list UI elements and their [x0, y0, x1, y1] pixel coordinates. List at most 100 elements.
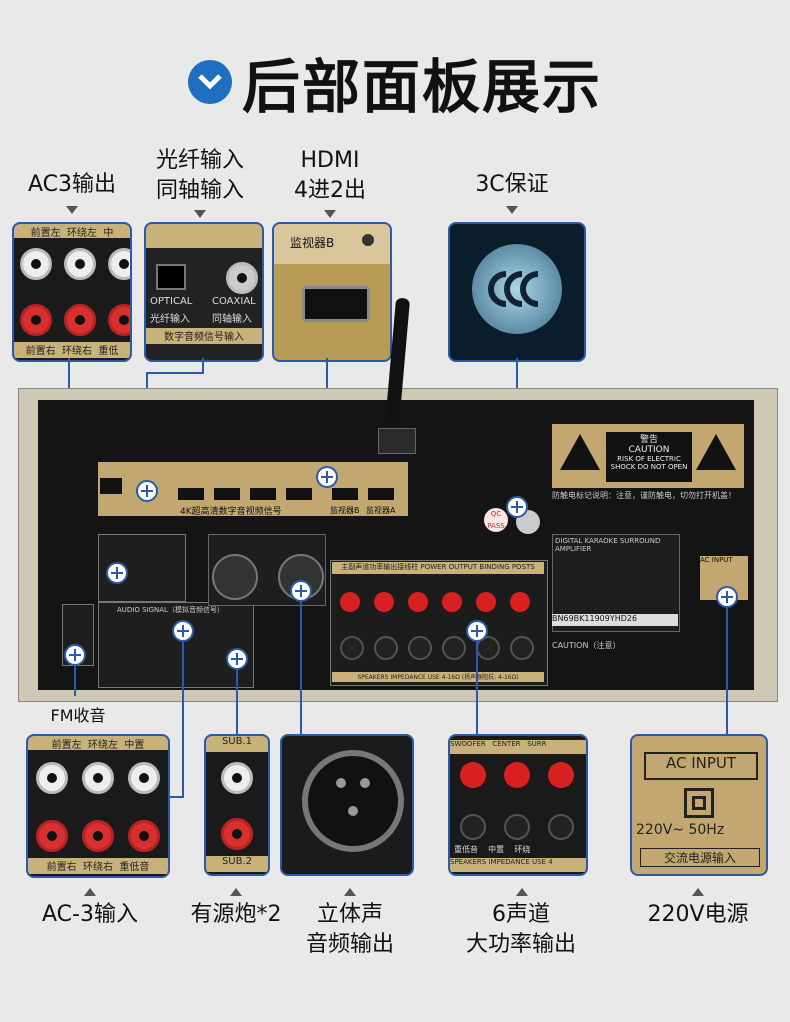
optical-port-icon: [100, 478, 122, 494]
label-ac3-in: AC-3输入: [42, 902, 138, 927]
hotspot-marker[interactable]: [172, 620, 194, 642]
arrow-down-icon: [324, 210, 336, 218]
white-rca-jack: [108, 248, 130, 280]
page-title: 后部面板展示: [0, 40, 790, 124]
red-binding-post: [548, 762, 574, 788]
red-binding-post: [460, 762, 486, 788]
arrow-up-icon: [84, 888, 96, 896]
antenna-mount: [378, 428, 416, 454]
black-binding-post: [504, 814, 530, 840]
red-rca-jack: [36, 820, 68, 852]
caution-en: CAUTION: [628, 445, 670, 455]
title-text: 后部面板展示: [241, 53, 602, 121]
white-rca-jack: [20, 248, 52, 280]
label-optical-line2: 同轴输入: [155, 178, 244, 203]
xlr-connector-icon: [302, 750, 404, 852]
zoom-label: 中: [103, 228, 114, 239]
white-rca-jack: [64, 248, 96, 280]
arrow-up-icon: [516, 888, 528, 896]
label-sub: 有源炮*2: [190, 902, 282, 927]
ac-input-small-text: AC INPUT: [700, 556, 733, 564]
zoom-xlr: [280, 734, 414, 876]
optical-text: OPTICAL: [150, 296, 193, 307]
hotspot-marker[interactable]: [506, 496, 528, 518]
coaxial-jack: [226, 262, 258, 294]
black-binding-post: [408, 636, 432, 660]
zoom-3c: [448, 222, 586, 362]
digital-signal-text: 数字音频信号输入: [146, 328, 262, 344]
hotspot-marker[interactable]: [716, 586, 738, 608]
coaxial-text: COAXIAL: [212, 296, 256, 307]
zoom-label: 前置右: [25, 346, 56, 357]
arrow-up-icon: [692, 888, 704, 896]
red-rca-jack: [82, 820, 114, 852]
arrow-up-icon: [230, 888, 242, 896]
red-binding-post: [340, 592, 360, 612]
arrow-down-icon: [194, 210, 206, 218]
zoom-label: 中置: [124, 740, 145, 751]
zoom-label: 环绕左: [67, 228, 97, 239]
black-binding-post: [510, 636, 534, 660]
zoom-optical-coaxial: OPTICAL COAXIAL 光纤输入 同轴输入 数字音频信号输入: [144, 222, 264, 362]
digital-karaoke: DIGITAL KARAOKE SURROUND AMPLIFIER: [555, 537, 661, 553]
woofer-text: SWOOFER: [450, 740, 486, 748]
zoom-label: 重低音: [119, 862, 150, 873]
red-rca-jack: [20, 304, 52, 336]
surr-cn: 环绕: [514, 845, 531, 854]
hdmi-strip-title: 4K超高清数字音视频信号: [180, 507, 282, 517]
label-3c: 3C保证: [475, 172, 549, 197]
power-posts-title: 主副声道功率输出接线柱 POWER OUTPUT BINDING POSTS: [332, 562, 544, 574]
zoom-label: 前置右: [46, 862, 77, 873]
arrow-up-icon: [344, 888, 356, 896]
arrow-down-icon: [66, 206, 78, 214]
chevron-down-icon: [187, 60, 232, 104]
double-insulation-icon: [684, 788, 714, 818]
hdmi-port-icon: [302, 286, 370, 322]
ac-cn-text: 交流电源输入: [640, 848, 760, 867]
center-cn: 中置: [488, 845, 505, 854]
hotspot-marker[interactable]: [136, 480, 158, 502]
red-binding-post: [442, 592, 462, 612]
hotspot-marker[interactable]: [466, 620, 488, 642]
caution-cn: 警告: [639, 435, 658, 445]
binding-posts-block: [330, 560, 548, 686]
impedance-text: SPEAKERS IMPEDANCE USE 4-16Ω (扬声器阻抗: 4-1…: [332, 672, 544, 682]
hotspot-marker[interactable]: [226, 648, 248, 670]
voltage-text: 220V~ 50Hz: [636, 822, 725, 838]
label-fm: FM收音: [50, 706, 106, 725]
label-6ch-line1: 6声道: [492, 902, 550, 927]
warning-triangle-icon: [560, 434, 600, 470]
warning-line: 防触电标记说明：注意，谨防触电，切勿打开机盖！: [552, 491, 736, 500]
red-binding-post: [504, 762, 530, 788]
zoom-ac3-input: 前置左 环绕左 中置 前置右 环绕右 重低音: [26, 734, 170, 878]
label-stereo-line2: 音频输出: [305, 932, 394, 957]
hotspot-marker[interactable]: [64, 644, 86, 666]
label-ac3-out: AC3输出: [27, 172, 117, 197]
screw-icon: [362, 234, 374, 246]
zoom-label: 环绕右: [62, 346, 92, 357]
label-power: 220V电源: [647, 902, 749, 927]
sub2-text: SUB.2: [206, 856, 268, 872]
ac-input-text: AC INPUT: [644, 752, 758, 780]
hotspot-marker[interactable]: [316, 466, 338, 488]
black-binding-post: [374, 636, 398, 660]
coaxial-cn-text: 同轴输入: [212, 314, 252, 325]
hdmi-port-icon: [214, 488, 240, 500]
red-rca-jack: [108, 304, 130, 336]
red-binding-post: [408, 592, 428, 612]
monitor-a-label: 监视器A: [366, 506, 396, 515]
hotspot-marker[interactable]: [290, 580, 312, 602]
optical-cn-text: 光纤输入: [150, 314, 190, 325]
black-binding-post: [460, 814, 486, 840]
zoom-sub: SUB.1 SUB.2: [204, 734, 270, 876]
hdmi-port-icon: [178, 488, 204, 500]
hdmi-port-icon: [286, 488, 312, 500]
ccc-certification-icon: [472, 244, 562, 334]
white-rca-jack: [128, 762, 160, 794]
zoom-label: 环绕右: [83, 862, 113, 873]
hdmi-port-icon: [332, 488, 358, 500]
red-binding-post: [374, 592, 394, 612]
hotspot-marker[interactable]: [106, 562, 128, 584]
red-rca-jack: [221, 818, 253, 850]
zoom-hdmi: 监视器B: [272, 222, 392, 362]
